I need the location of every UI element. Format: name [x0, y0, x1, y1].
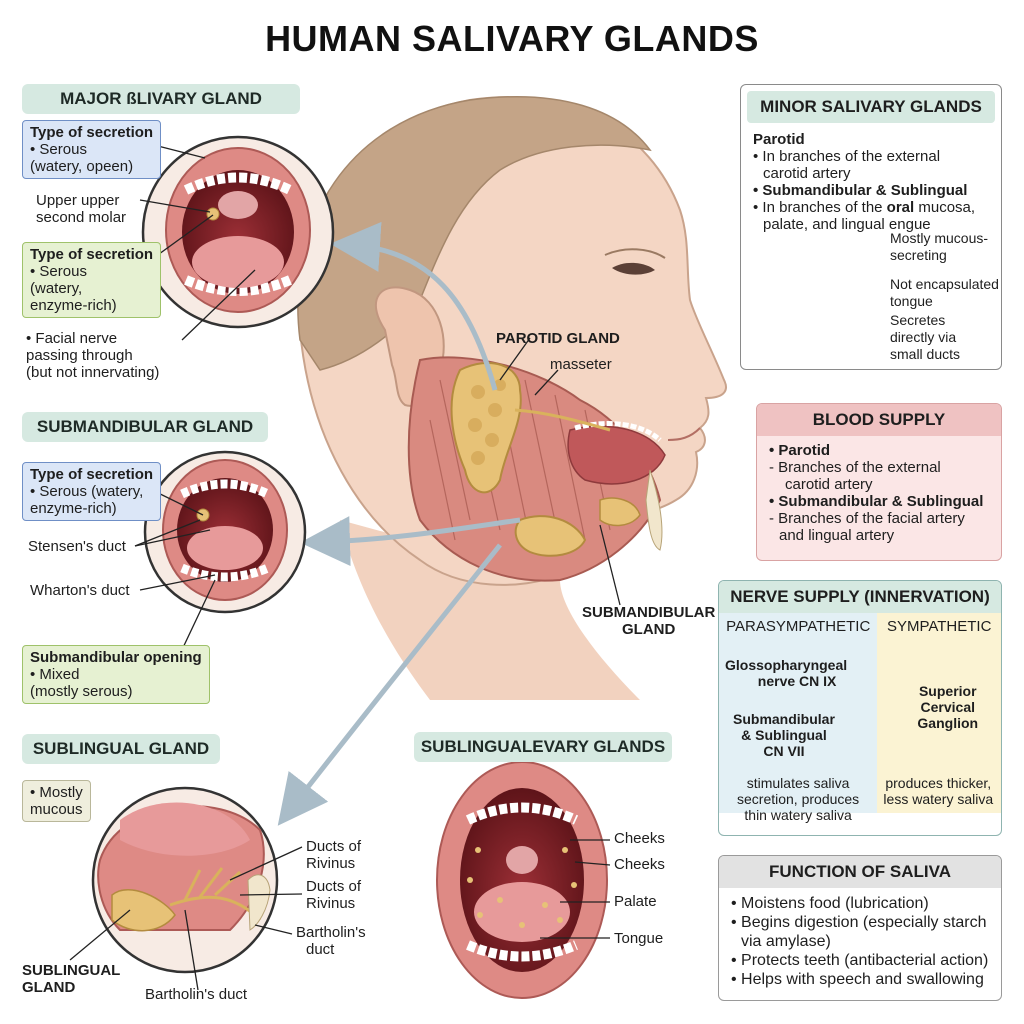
palate-label: Palate — [614, 893, 657, 910]
cheeks-label-1: Cheeks — [614, 830, 665, 847]
wharton-duct-label: Wharton's duct — [30, 582, 130, 599]
parasympathetic-heading: PARASYMPATHETIC — [726, 618, 871, 635]
opening-title: Submandibular opening — [30, 649, 202, 666]
function-item: • Moistens food (lubrication) — [731, 895, 929, 912]
parotid-mouth-illustration — [141, 135, 335, 329]
submandibular-gland-header: SUBMANDIBULAR GLAND — [22, 412, 268, 442]
secretion-line: (watery, opeen) — [30, 158, 134, 175]
page-title: HUMAN SALIVARY GLANDS — [265, 18, 759, 59]
secretion-line: • Serous (watery, — [30, 483, 144, 500]
blood-line: and lingual artery — [779, 527, 895, 544]
sublingual-gland-header: SUBLINGUAL GLAND — [22, 734, 220, 764]
sympathetic-heading: SYMPATHETIC — [886, 618, 992, 635]
sublingual-evary-glands-header: SUBLINGUALEVARY GLANDS — [414, 732, 672, 762]
sublingual-mucous-tag: • Mostly mucous — [22, 780, 91, 822]
function-of-saliva-panel: FUNCTION OF SALIVA • Moistens food (lubr… — [718, 855, 1002, 1001]
function-panel-header: FUNCTION OF SALIVA — [719, 856, 1001, 888]
minor-line: carotid artery — [763, 165, 851, 182]
minor-subheading: • Submandibular & Sublingual — [753, 182, 968, 199]
minor-glands-mouth-illustration — [436, 761, 608, 999]
function-item: • Begins digestion (especially starch — [731, 914, 987, 931]
parotid-secretion-tag-2: Type of secretion • Serous (watery, enzy… — [22, 242, 162, 318]
parotid-secretion-tag: Type of secretion • Serous (watery, opee… — [22, 120, 162, 179]
secretion-title: Type of secretion — [30, 466, 154, 483]
blood-supply-panel: BLOOD SUPPLY • Parotid - Branches of the… — [756, 403, 1002, 561]
secretion-line: enzyme-rich) — [30, 500, 117, 517]
stensen-duct-label: Stensen's duct — [28, 538, 126, 555]
major-salivary-gland-header: MAJOR ßLIVARY GLAND — [22, 84, 300, 114]
parotid-gland-label: PAROTID GLAND — [496, 330, 620, 347]
mucous-secreting-callout: Mostly mucous-secreting — [890, 230, 989, 263]
masseter-label: masseter — [550, 356, 612, 373]
function-item: • Protects teeth (antibacterial action) — [731, 952, 989, 969]
minor-subheading: Parotid — [753, 131, 805, 148]
sympathetic-effect: produces thicker,less watery saliva — [883, 775, 994, 807]
secretion-line: enzyme-rich) — [30, 297, 117, 314]
blood-panel-header: BLOOD SUPPLY — [757, 404, 1001, 436]
function-item: • Helps with speech and swallowing — [731, 971, 984, 988]
blood-line: - Branches of the external — [769, 459, 941, 476]
nerve-panel-header: NERVE SUPPLY (INNERVATION) — [719, 581, 1001, 613]
secretion-line: (watery, — [30, 280, 83, 297]
blood-subheading: • Parotid — [769, 442, 831, 459]
opening-line: • Mixed — [30, 666, 80, 683]
sublingual-illustration — [91, 786, 279, 974]
cheeks-label-2: Cheeks — [614, 856, 665, 873]
pointer-arrows — [277, 221, 521, 826]
opening-line: (mostly serous) — [30, 683, 133, 700]
minor-line: palate, and lingual engue — [763, 216, 931, 233]
blood-line: carotid artery — [785, 476, 873, 493]
secretion-title: Type of secretion — [30, 246, 154, 263]
function-item: via amylase) — [741, 933, 831, 950]
nerve-supply-panel: NERVE SUPPLY (INNERVATION) PARASYMPATHET… — [718, 580, 1002, 836]
minor-salivary-glands-panel: MINOR SALIVARY GLANDS Parotid • In branc… — [740, 84, 1002, 370]
secretion-title: Type of secretion — [30, 124, 154, 141]
secretion-line: • Serous — [30, 141, 87, 158]
minor-panel-header: MINOR SALIVARY GLANDS — [747, 91, 995, 123]
tongue-label: Tongue — [614, 930, 664, 947]
submandibular-secretion-tag: Type of secretion • Serous (watery, enzy… — [22, 462, 162, 521]
submandibular-opening-tag: Submandibular opening • Mixed (mostly se… — [22, 645, 210, 704]
blood-line: - Branches of the facial artery — [769, 510, 965, 527]
blood-subheading: • Submandibular & Sublingual — [769, 493, 984, 510]
minor-line: • In branches of the external — [753, 148, 941, 165]
bartholin-duct-label-2: Bartholin's duct — [145, 986, 248, 1003]
minor-line: • In branches of the oral mucosa, — [753, 199, 976, 216]
secretion-line: • Serous — [30, 263, 87, 280]
